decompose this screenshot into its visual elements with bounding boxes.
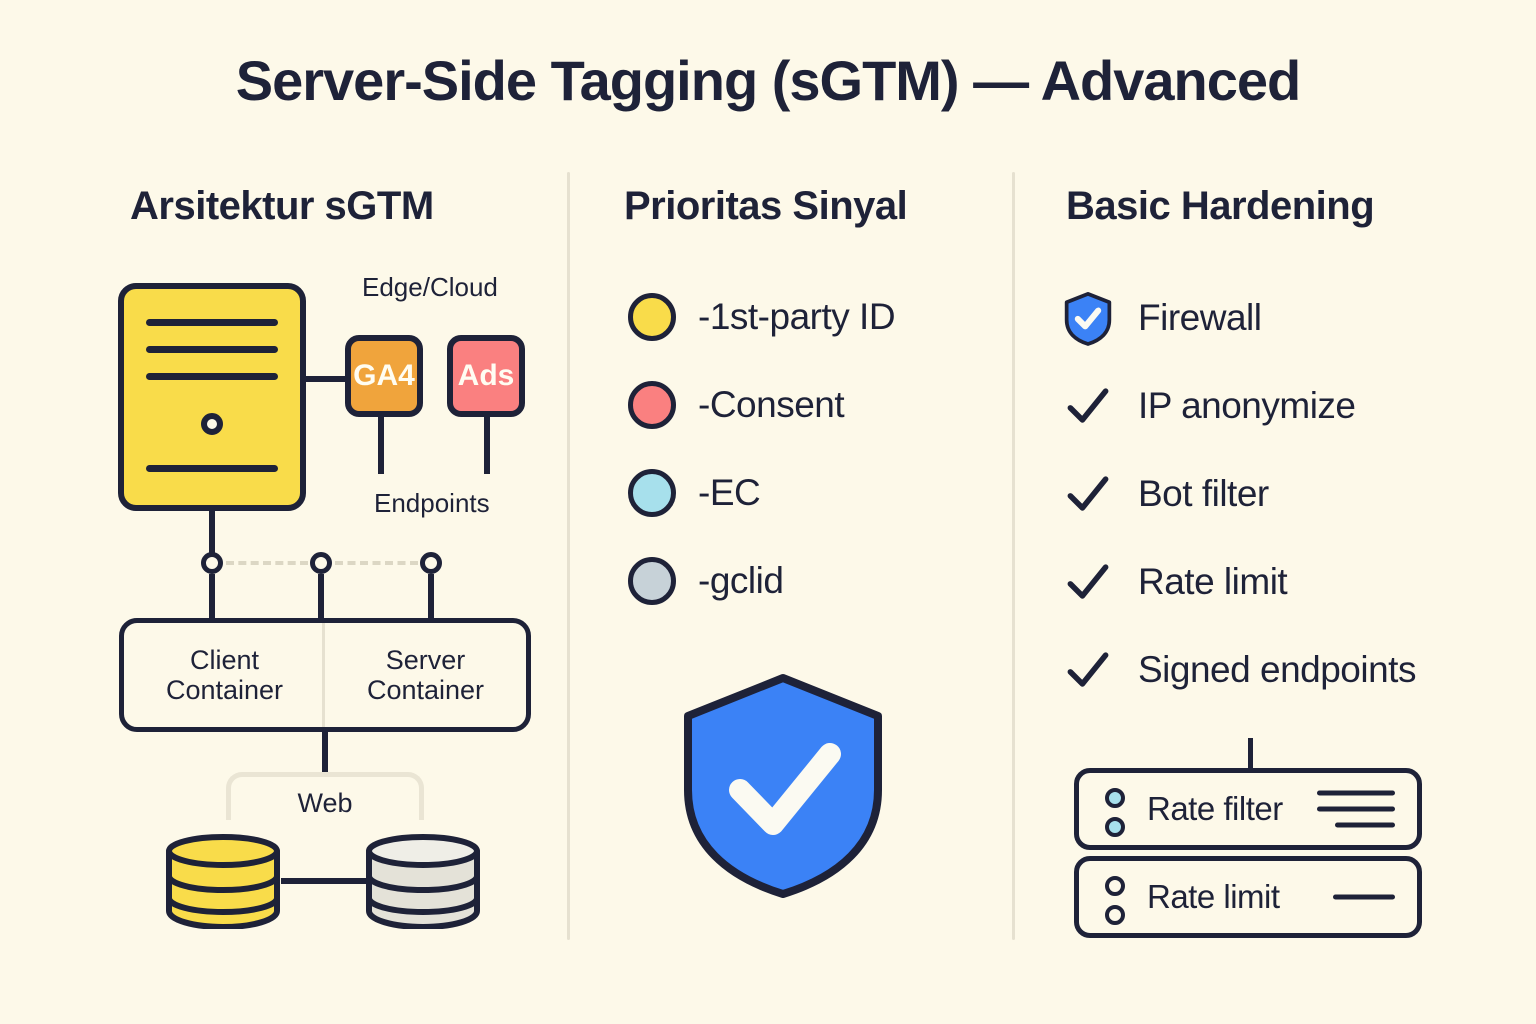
- endpoints-label: Endpoints: [374, 488, 490, 518]
- secondary-database-icon: [363, 833, 483, 929]
- shield-check-icon: [1060, 290, 1116, 346]
- connector-server-to-ga4: [300, 376, 350, 382]
- gray-dot-icon: [628, 557, 676, 605]
- signals-heading: Prioritas Sinyal: [624, 184, 908, 228]
- rack-bars: [1333, 894, 1395, 900]
- signal-item[interactable]: -EC: [628, 469, 761, 517]
- hardening-item[interactable]: Bot filter: [1060, 466, 1269, 522]
- architecture-heading: Arsitektur sGTM: [130, 184, 434, 228]
- server-container-line2: Container: [366, 675, 485, 705]
- rack-led-icon: [1105, 876, 1125, 896]
- page-title: Server-Side Tagging (sGTM) — Advanced: [235, 49, 1302, 112]
- signal-item[interactable]: -Consent: [628, 381, 845, 429]
- server-container-line1: Server: [385, 644, 466, 675]
- rack-label: Rate limit: [1147, 878, 1280, 915]
- container-card-divider: [322, 623, 325, 727]
- rack-led-icon: [1105, 905, 1125, 925]
- web-label: Web: [297, 788, 353, 818]
- rack-bar: [1333, 894, 1395, 900]
- connector-container-down: [322, 732, 328, 774]
- connector-ads-stem: [484, 414, 490, 474]
- bus-dashed-link: [226, 561, 308, 569]
- column-divider-left: [567, 172, 570, 940]
- rack-led-icon: [1105, 817, 1125, 837]
- sgtm-server-icon: [118, 283, 306, 511]
- signal-label: -gclid: [698, 560, 784, 601]
- connector-rack-stem: [1248, 738, 1253, 770]
- signal-label: -1st-party ID: [698, 296, 896, 337]
- server-slot-line: [146, 346, 278, 353]
- connector-ga4-stem: [378, 414, 384, 474]
- rack-bars: [1317, 790, 1395, 828]
- server-container-cell[interactable]: Server Container: [325, 623, 526, 727]
- pink-dot-icon: [628, 381, 676, 429]
- rack-label: Rate filter: [1147, 790, 1283, 827]
- hardening-label: Rate limit: [1138, 561, 1288, 602]
- client-container-line2: Container: [165, 675, 284, 705]
- check-icon: [1060, 554, 1116, 610]
- connector-server-down: [209, 511, 215, 557]
- rack-card-rate-limit[interactable]: Rate limit: [1074, 856, 1422, 938]
- hardening-item[interactable]: Firewall: [1060, 290, 1262, 346]
- server-slot-line: [146, 373, 278, 380]
- check-icon: [1060, 378, 1116, 434]
- ga4-endpoint-box[interactable]: GA4: [345, 335, 423, 417]
- connector-database-link: [281, 878, 367, 884]
- rack-bar: [1317, 806, 1395, 812]
- bus-dashed-link: [335, 561, 418, 569]
- bus-node-icon: [420, 552, 442, 574]
- rack-led-icon: [1105, 788, 1125, 808]
- server-slot-line: [146, 465, 278, 472]
- primary-database-icon: [163, 833, 283, 929]
- hardening-item[interactable]: Rate limit: [1060, 554, 1288, 610]
- client-container-line1: Client: [189, 644, 260, 675]
- bus-node-icon: [310, 552, 332, 574]
- rack-bar: [1335, 822, 1395, 828]
- client-container-cell[interactable]: Client Container: [124, 623, 325, 727]
- connector-node-stem: [209, 574, 215, 622]
- server-power-dot-icon: [201, 413, 223, 435]
- column-divider-right: [1012, 172, 1015, 940]
- server-slot-line: [146, 319, 278, 326]
- shield-check-icon: [678, 672, 888, 900]
- ads-endpoint-box[interactable]: Ads: [447, 335, 525, 417]
- connector-node-stem: [428, 574, 434, 622]
- connector-node-stem: [318, 574, 324, 622]
- hardening-heading: Basic Hardening: [1066, 184, 1375, 228]
- check-icon: [1060, 642, 1116, 698]
- rack-bar: [1317, 790, 1395, 796]
- signal-item[interactable]: -1st-party ID: [628, 293, 896, 341]
- container-card: Client Container Server Container: [119, 618, 531, 732]
- hardening-item[interactable]: Signed endpoints: [1060, 642, 1416, 698]
- hardening-label: IP anonymize: [1138, 385, 1356, 426]
- cyan-dot-icon: [628, 469, 676, 517]
- check-icon: [1060, 466, 1116, 522]
- edge-cloud-label: Edge/Cloud: [362, 272, 498, 302]
- web-bracket: [226, 772, 424, 820]
- signal-label: -Consent: [698, 384, 845, 425]
- signal-item[interactable]: -gclid: [628, 557, 784, 605]
- hardening-item[interactable]: IP anonymize: [1060, 378, 1356, 434]
- signal-label: -EC: [698, 472, 761, 513]
- rack-card-rate-filter[interactable]: Rate filter: [1074, 768, 1422, 850]
- bus-node-icon: [201, 552, 223, 574]
- hardening-label: Bot filter: [1138, 473, 1269, 514]
- hardening-label: Signed endpoints: [1138, 649, 1416, 690]
- hardening-label: Firewall: [1138, 297, 1262, 338]
- yellow-dot-icon: [628, 293, 676, 341]
